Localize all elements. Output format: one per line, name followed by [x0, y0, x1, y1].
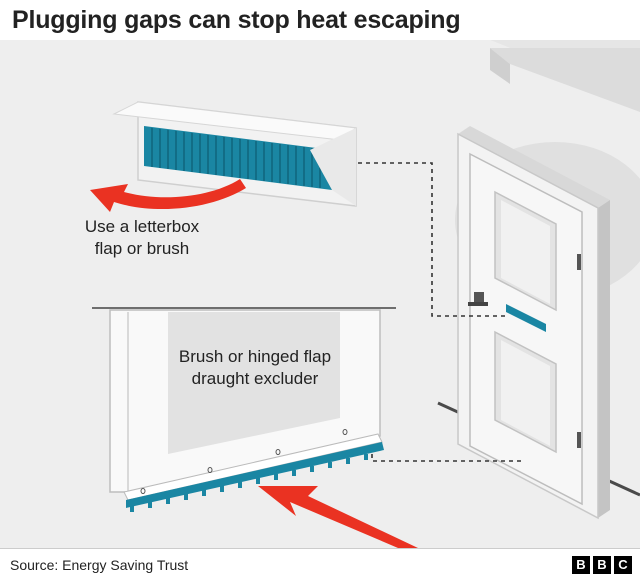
bbc-logo-letter: B [572, 556, 590, 574]
bbc-logo-letter: C [614, 556, 632, 574]
door-hinge [577, 254, 581, 270]
bbc-logo-letter: B [593, 556, 611, 574]
bbc-logo: B B C [572, 556, 632, 574]
label-letterbox-line2: flap or brush [94, 239, 190, 258]
source-credit: Source: Energy Saving Trust [10, 557, 189, 573]
label-excluder-line1: Brush or hinged flap [178, 347, 332, 366]
red-airflow-arrow-excluder [258, 486, 418, 548]
door-illustration [457, 126, 610, 520]
label-excluder: Brush or hinged flap draught excluder [150, 346, 360, 390]
draught-excluder-illustration [92, 307, 396, 512]
label-letterbox-line1: Use a letterbox [84, 217, 200, 236]
letterbox-illustration [112, 101, 358, 207]
footer: Source: Energy Saving Trust B B C [0, 548, 640, 581]
leader-line-excluder [371, 414, 522, 462]
label-letterbox: Use a letterbox flap or brush [62, 216, 222, 260]
illustration [0, 40, 640, 548]
label-excluder-line2: draught excluder [191, 369, 319, 388]
wall-pillar-front [490, 48, 510, 84]
door-letterbox-slot [506, 304, 546, 332]
wall-pillar [490, 48, 640, 112]
leader-line-letterbox [358, 162, 508, 317]
door-handle [474, 292, 484, 306]
door-hinge [577, 432, 581, 448]
page-title: Plugging gaps can stop heat escaping [12, 6, 461, 34]
red-airflow-arrow-letterbox [90, 179, 246, 212]
